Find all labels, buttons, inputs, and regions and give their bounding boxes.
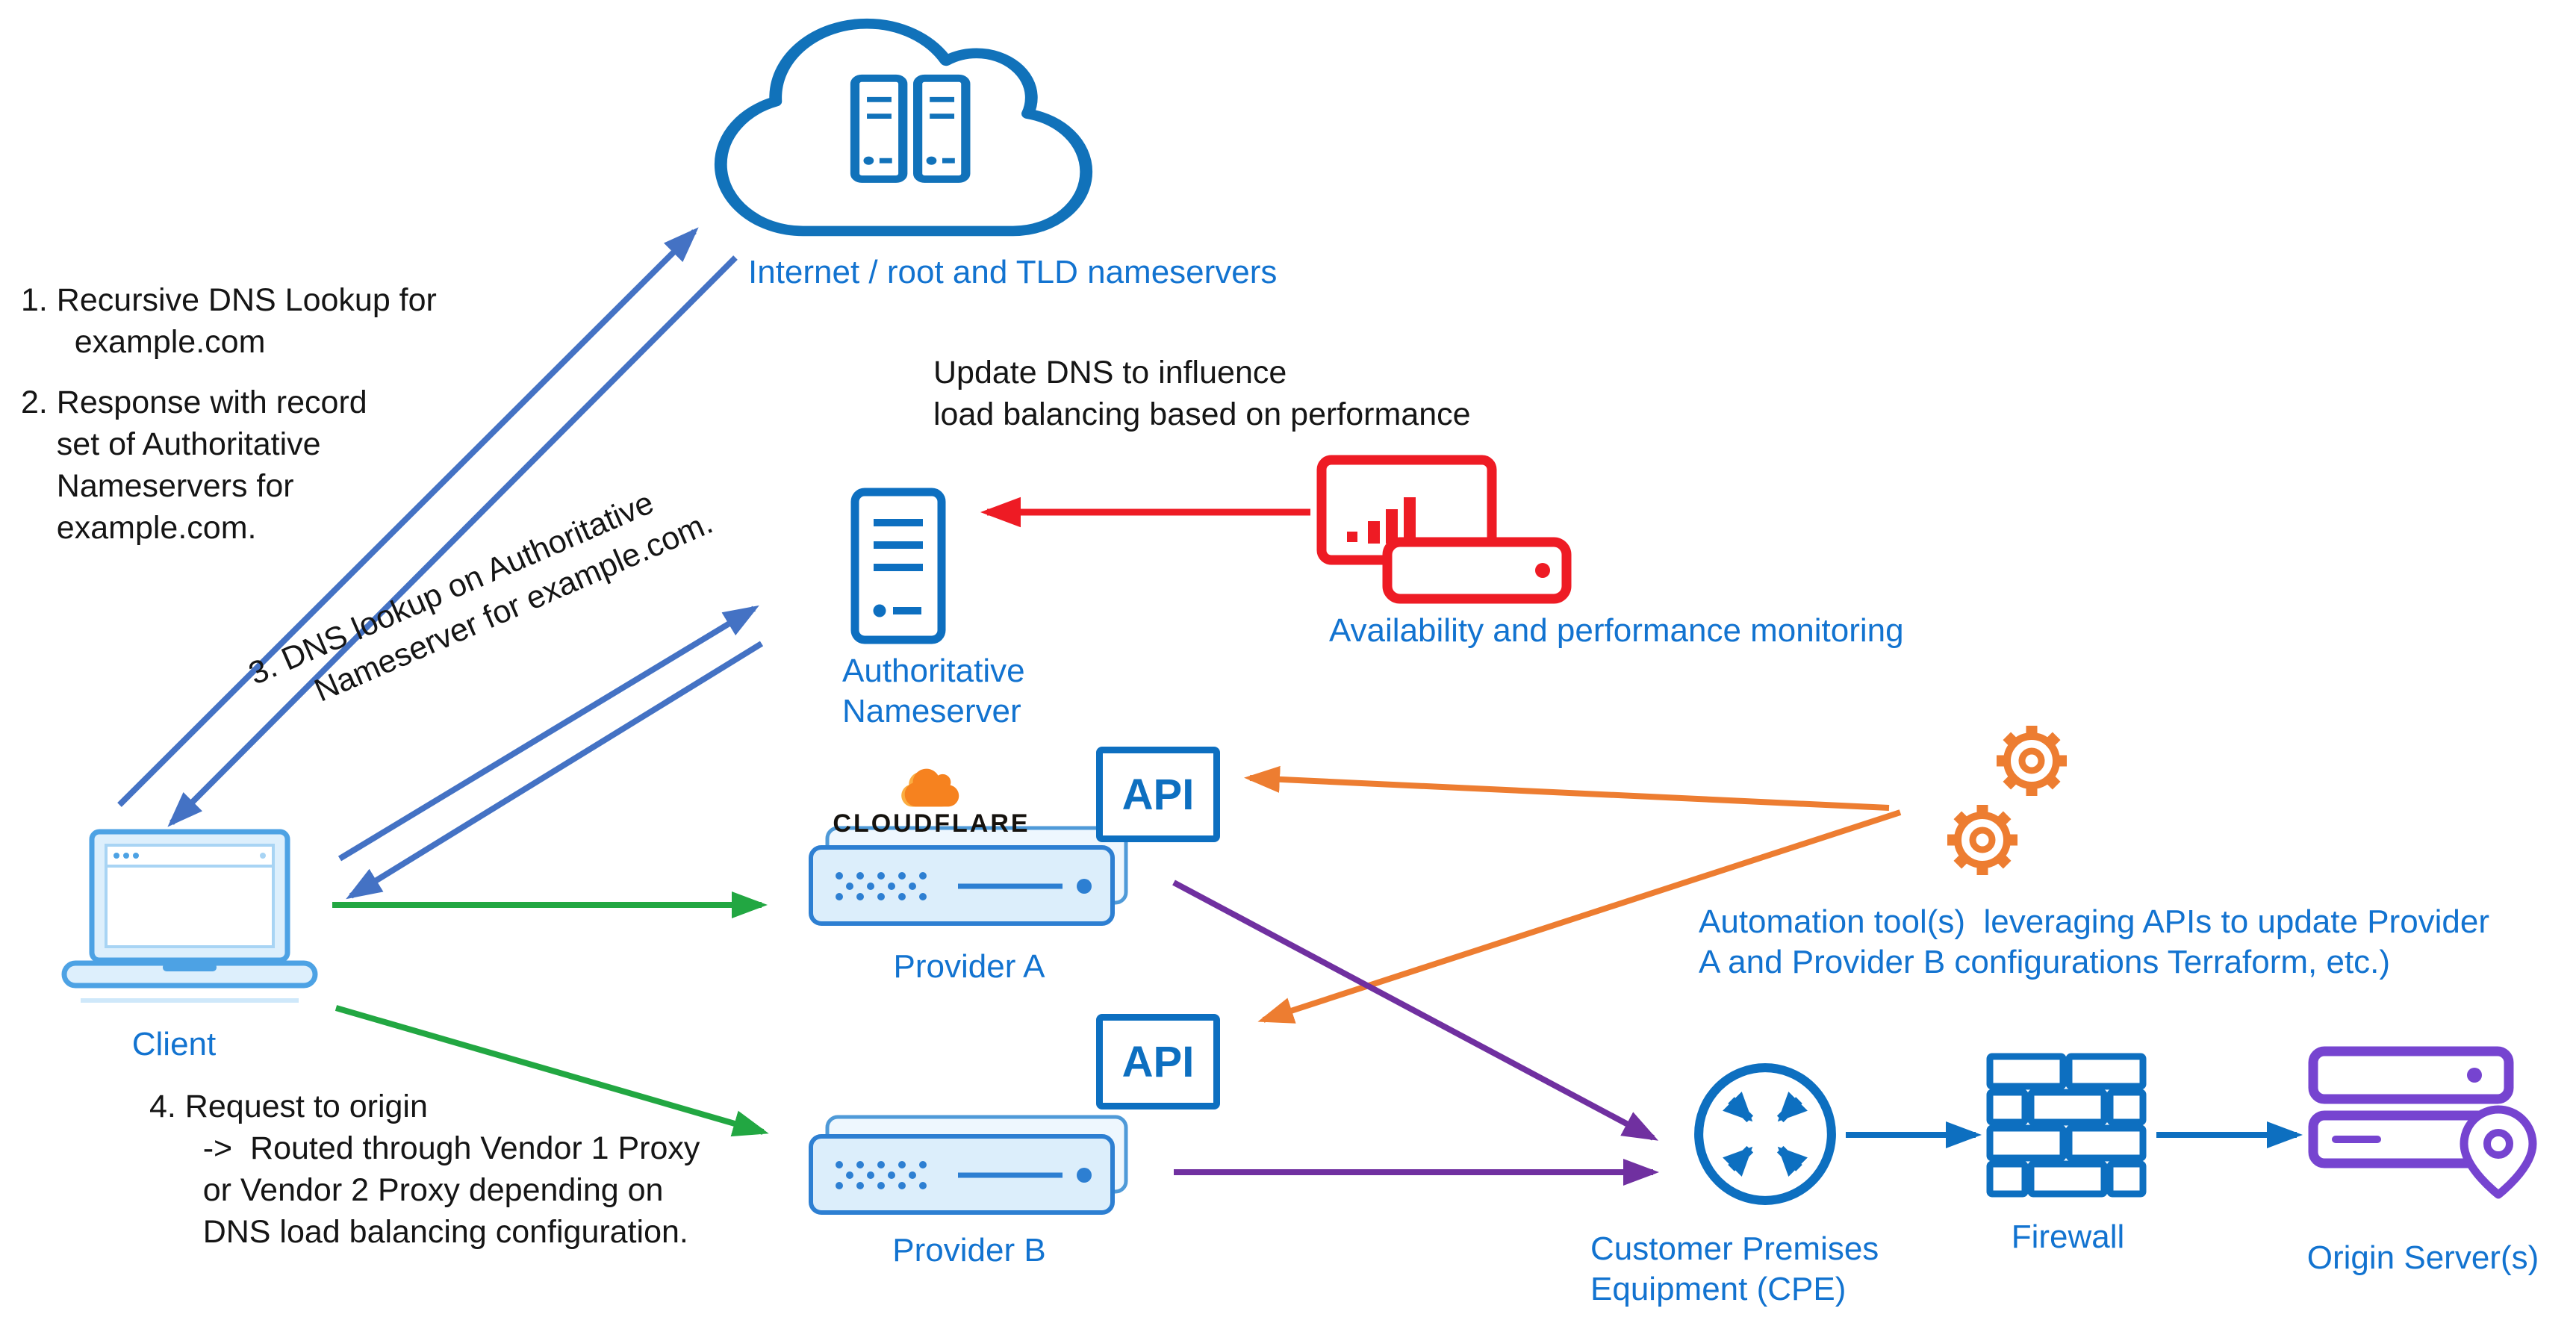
internet-label: Internet / root and TLD nameservers <box>748 254 1278 290</box>
arrow-automation-api-a <box>1244 765 1890 811</box>
arrow-authoritative-response <box>346 641 764 900</box>
client-laptop-icon <box>61 829 318 1003</box>
provider-a-label: Provider A <box>893 948 1045 985</box>
firewall-label: Firewall <box>2011 1218 2125 1255</box>
origin-servers-icon <box>2308 1046 2537 1199</box>
arrow-authoritative-lookup <box>337 605 759 862</box>
provider-b-api-badge: API <box>1096 1014 1220 1109</box>
cpe-label: Customer Premises Equipment (CPE) <box>1590 1230 1879 1307</box>
firewall-icon <box>1986 1053 2147 1198</box>
provider-a-api-badge: API <box>1096 747 1220 842</box>
authoritative-nameserver-icon <box>850 488 946 644</box>
annotation-step1: 1. Recursive DNS Lookup for example.com <box>21 282 437 360</box>
arrow-provider-a-cpe <box>1172 880 1659 1141</box>
cpe-icon <box>1694 1063 1836 1205</box>
arrow-recursive-lookup <box>117 227 699 807</box>
provider-b-label: Provider B <box>892 1232 1046 1269</box>
origin-servers-label: Origin Server(s) <box>2306 1239 2539 1276</box>
automation-label: Automation tool(s) leveraging APIs to up… <box>1699 903 2490 980</box>
client-label: Client <box>131 1026 217 1062</box>
arrow-recursive-response <box>167 255 738 827</box>
update-dns-note: Update DNS to influence load balancing b… <box>933 355 1471 432</box>
provider-b-appliance-icon <box>809 1115 1128 1215</box>
monitoring-icon <box>1316 455 1572 604</box>
automation-gears-icon <box>1947 726 2067 875</box>
arrow-client-provider-b <box>335 1005 769 1137</box>
annotation-step4: 4. Request to origin -> Routed through V… <box>149 1089 700 1250</box>
cloudflare-wordmark: CLOUDFLARE <box>833 809 1030 838</box>
internet-cloud-icon <box>714 18 1093 237</box>
monitoring-label: Availability and performance monitoring <box>1329 612 1904 649</box>
cloudflare-logo: CLOUDFLARE <box>821 766 1042 838</box>
provider-a-appliance-icon <box>809 826 1128 926</box>
annotation-step2: 2. Response with record set of Authorita… <box>21 385 367 546</box>
authoritative-nameserver-label: Authoritative Nameserver <box>842 653 1025 729</box>
cloudflare-cloud-icon <box>900 768 959 807</box>
